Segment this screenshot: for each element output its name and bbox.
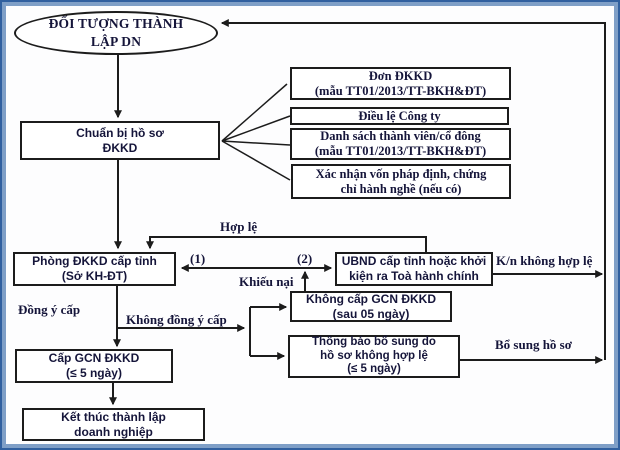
node-ubnd: UBND cấp tỉnh hoặc khởi kiện ra Toà hành… <box>335 252 493 286</box>
edge-label-khieu-nai: Khiếu nại <box>239 274 294 289</box>
node-phong-dkkd: Phòng ĐKKD cấp tỉnh (Sở KH-ĐT) <box>13 252 176 286</box>
node-doc-don-dkkd: Đơn ĐKKD (mẫu TT01/2013/TT-BKH&ĐT) <box>290 67 511 100</box>
ketthuc-line1: Kết thúc thành lập <box>61 409 166 424</box>
node-khong-cap-gcn: Không cấp GCN ĐKKD (sau 05 ngày) <box>290 291 452 322</box>
ubnd-line1: UBND cấp tỉnh hoặc khởi <box>341 254 487 269</box>
node-doc-dieu-le: Điều lệ Công ty <box>290 107 509 125</box>
ubnd-line2: kiện ra Toà hành chính <box>349 269 479 283</box>
thongbao-line2: hồ sơ không hợp lệ <box>320 349 428 362</box>
node-start-line2: LẬP DN <box>90 34 142 49</box>
doc-don-line2: (mẫu TT01/2013/TT-BKH&ĐT) <box>314 83 487 98</box>
doc-xacnhan-line2: chỉ hành nghề (nếu có) <box>340 181 462 196</box>
edge-label-2: (2) <box>297 251 313 266</box>
doc-danhsach-line1: Danh sách thành viên/cổ đông <box>320 129 481 143</box>
node-cap-gcn: Cấp GCN ĐKKD (≤ 5 ngày) <box>15 349 173 383</box>
edge-label-dong-y-cap: Đồng ý cấp <box>18 302 81 317</box>
thongbao-line1: Thông báo bổ sung do <box>312 336 436 349</box>
edge-return-to-start <box>220 19 606 360</box>
capgcn-line2: (≤ 5 ngày) <box>66 366 122 380</box>
edge-fan-doc-danhsach <box>221 140 291 146</box>
edge-label-1: (1) <box>190 251 206 266</box>
phong-line1: Phòng ĐKKD cấp tỉnh <box>32 254 157 269</box>
doc-xacnhan-line1: Xác nhận vốn pháp định, chứng <box>315 166 487 181</box>
node-prepare-line2: ĐKKD <box>102 140 138 155</box>
node-doc-xac-nhan: Xác nhận vốn pháp định, chứng chỉ hành n… <box>291 164 511 199</box>
edge-label-khong-dong-y-cap: Không đồng ý cấp <box>126 312 227 327</box>
khongcap-line1: Không cấp GCN ĐKKD <box>306 291 436 306</box>
edge-fan-doc-don <box>221 83 288 142</box>
doc-don-line1: Đơn ĐKKD <box>368 68 433 83</box>
edge-label-hop-le: Hợp lệ <box>220 219 258 234</box>
doc-danhsach-line2: (mẫu TT01/2013/TT-BKH&ĐT) <box>314 144 487 158</box>
edge-hop-le <box>146 236 427 252</box>
node-prepare-line1: Chuẩn bị hồ sơ <box>76 125 164 140</box>
khongcap-line2: (sau 05 ngày) <box>332 306 410 321</box>
thongbao-line3: (≤ 5 ngày) <box>347 363 401 376</box>
node-thong-bao-bo-sung: Thông báo bổ sung do hồ sơ không hợp lệ … <box>288 335 460 378</box>
edge-label-kn-khong-hop-le: K/n không hợp lệ <box>496 253 593 268</box>
node-ket-thuc: Kết thúc thành lập doanh nghiệp <box>22 408 205 441</box>
flow-connectors <box>109 19 606 406</box>
node-prepare: Chuẩn bị hồ sơ ĐKKD <box>20 121 220 160</box>
edge-label-bo-sung-ho-so: Bổ sung hồ sơ <box>495 337 572 352</box>
edge-fan-doc-dieule <box>221 115 291 142</box>
node-start: ĐỐI TƯỢNG THÀNH LẬP DN <box>14 11 218 55</box>
doc-dieule-line1: Điều lệ Công ty <box>358 108 441 123</box>
phong-line2: (Sở KH-ĐT) <box>61 269 128 283</box>
flowchart-area: ĐỐI TƯỢNG THÀNH LẬP DN Chuẩn bị hồ sơ ĐK… <box>6 6 614 444</box>
node-start-line1: ĐỐI TƯỢNG THÀNH <box>48 16 184 32</box>
ketthuc-line2: doanh nghiệp <box>74 424 153 439</box>
node-doc-danh-sach: Danh sách thành viên/cổ đông (mẫu TT01/2… <box>290 128 511 160</box>
edge-fan-doc-xacnhan <box>221 140 291 181</box>
capgcn-line1: Cấp GCN ĐKKD <box>48 351 140 366</box>
